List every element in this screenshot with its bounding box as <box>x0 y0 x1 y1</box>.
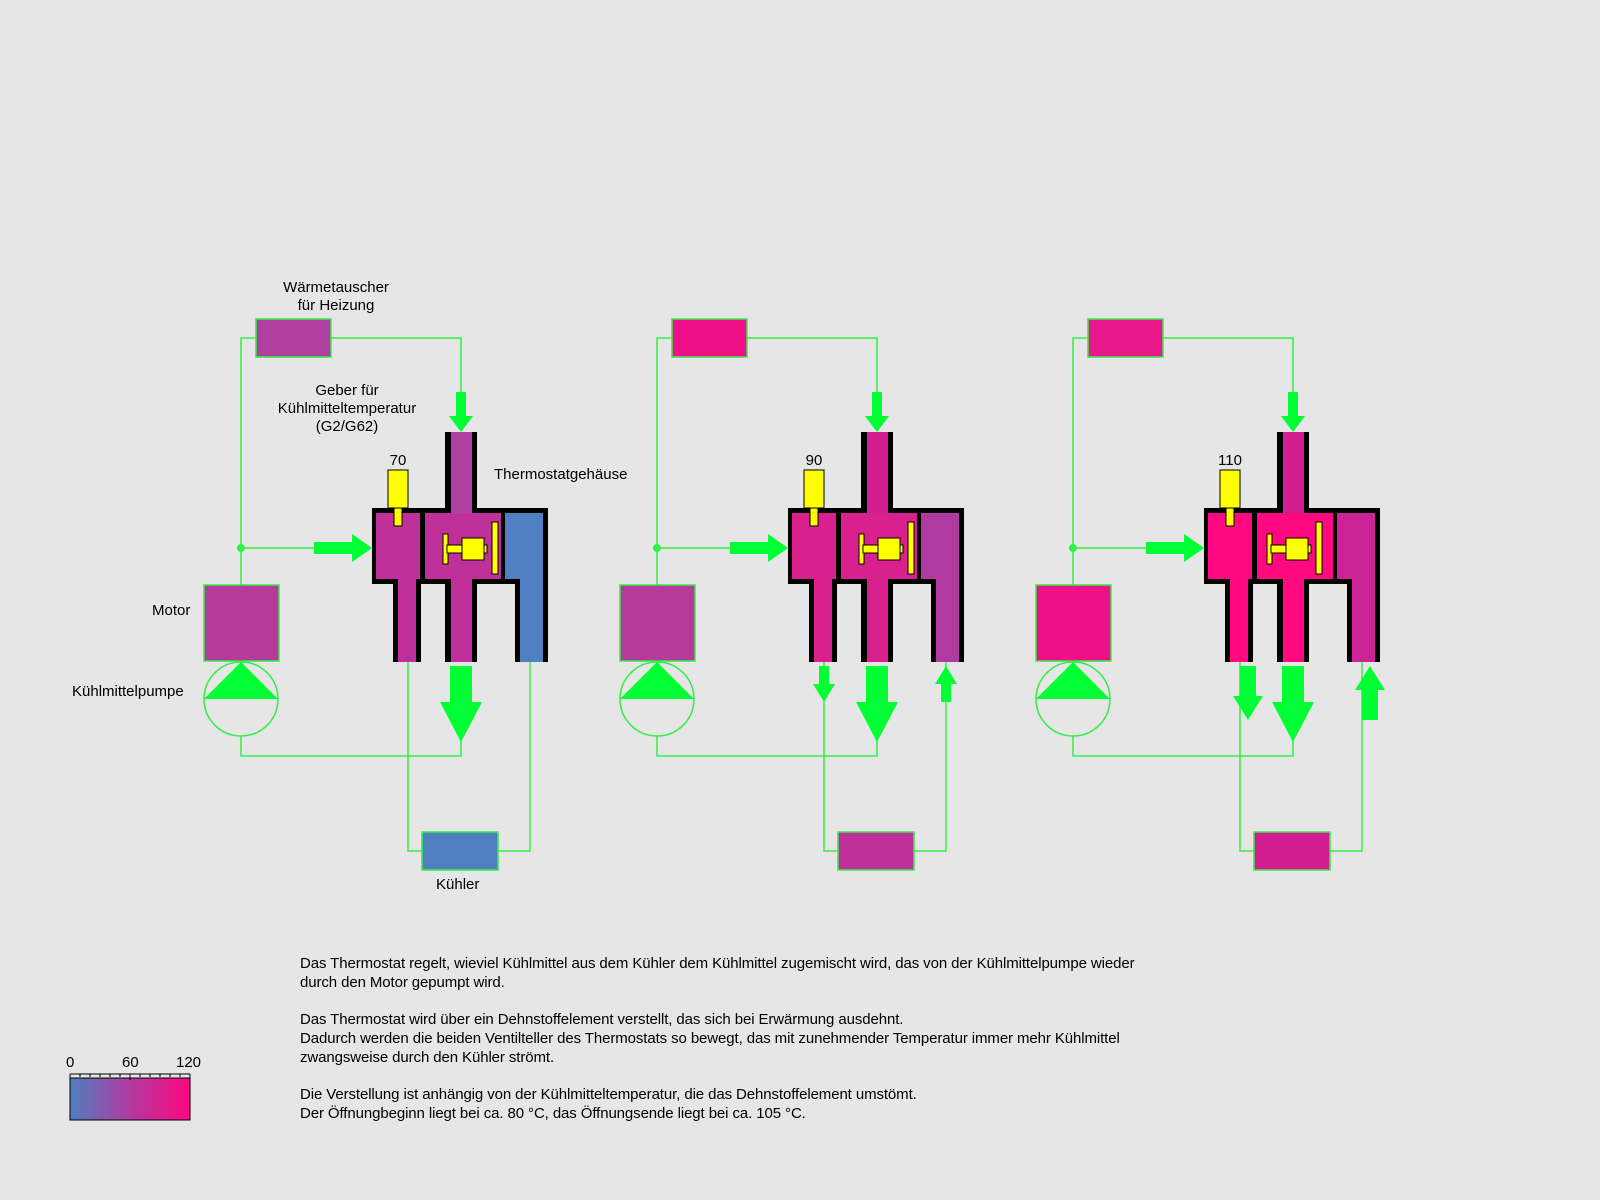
heat-exchanger-label: Wärmetauscher für Heizung <box>283 279 389 314</box>
heater-return-channel <box>867 432 888 516</box>
thermostat-housing <box>372 432 548 662</box>
valve-plate-right <box>1315 521 1323 575</box>
right-leg-channel <box>936 575 959 662</box>
engine-label: Motor <box>152 602 191 619</box>
junction-dot <box>653 544 661 552</box>
left-leg-channel <box>814 575 832 662</box>
temperature-sensor <box>1219 469 1241 509</box>
right-leg-channel <box>520 575 543 662</box>
pump-triangle <box>204 662 278 699</box>
description-text: Das Thermostat regelt, wieviel Kühlmitte… <box>300 954 1260 1141</box>
radiator-box <box>421 831 499 871</box>
radiator-feed-line <box>1239 662 1254 852</box>
temperature-readout-1: 70 <box>389 452 407 469</box>
left-leg-channel <box>398 575 416 662</box>
sensor-label: Geber für Kühlmitteltemperatur (G2/G62) <box>277 382 417 435</box>
middle-leg-channel <box>1283 575 1304 662</box>
radiator-return-arrow <box>935 666 957 702</box>
legend-tick-0: 0 <box>66 1054 75 1071</box>
engine-flow-arrow <box>730 534 788 562</box>
legend-tick-120: 120 <box>176 1054 202 1071</box>
radiator-return-chamber <box>505 513 543 579</box>
radiator-label: Kühler <box>436 876 480 893</box>
description-paragraph-3: Die Verstellung ist anhängig von der Küh… <box>300 1086 917 1122</box>
radiator-return-line <box>1330 662 1363 852</box>
pump-flow-arrow <box>440 666 482 742</box>
legend-tick-60: 60 <box>122 1054 139 1071</box>
engine-flow-arrow <box>1146 534 1204 562</box>
heater-return-channel <box>1283 432 1304 516</box>
left-leg-channel <box>1230 575 1248 662</box>
engine-flow-arrow <box>314 534 372 562</box>
radiator-return-chamber <box>921 513 959 579</box>
heater-flow-arrow <box>449 392 473 432</box>
panel-3 <box>1035 318 1385 871</box>
radiator-feed-line <box>823 662 838 852</box>
pump-triangle <box>1036 662 1110 699</box>
heater-flow-arrow <box>865 392 889 432</box>
heater-return-channel <box>451 432 472 516</box>
heater-exchanger-box <box>255 318 332 358</box>
pump-return-line <box>1072 736 1294 757</box>
pump-flow-arrow <box>856 666 898 742</box>
right-leg-channel <box>1352 575 1375 662</box>
temperature-legend <box>69 1073 191 1121</box>
legend-gradient-bar <box>69 1077 191 1121</box>
engine-box <box>203 584 280 662</box>
thermostat-housing <box>788 432 964 662</box>
temperature-readout-3: 110 <box>1218 452 1242 469</box>
heater-return-line <box>747 337 878 392</box>
junction-dot <box>1069 544 1077 552</box>
valve-plate-right <box>491 521 499 575</box>
radiator-return-arrow <box>1355 666 1385 720</box>
heater-return-line <box>1163 337 1294 392</box>
pump-triangle <box>620 662 694 699</box>
pump-return-line <box>656 736 878 757</box>
wax-element <box>877 537 901 561</box>
radiator-feed-line <box>407 662 422 852</box>
temperature-readout-2: 90 <box>805 452 823 469</box>
engine-box <box>1035 584 1112 662</box>
heater-exchanger-box <box>671 318 748 358</box>
sensor-tip <box>809 507 819 527</box>
thermostat-housing <box>1204 432 1380 662</box>
description-paragraph-1: Das Thermostat regelt, wieviel Kühlmitte… <box>300 955 1135 991</box>
coolant-pump-label: Kühlmittelpumpe <box>72 683 184 700</box>
heater-exchanger-box <box>1087 318 1164 358</box>
radiator-return-chamber <box>1337 513 1375 579</box>
panel-1 <box>203 318 548 871</box>
radiator-feed-arrow <box>813 666 835 702</box>
radiator-return-line <box>914 662 947 852</box>
radiator-feed-arrow <box>1233 666 1263 720</box>
heater-return-line <box>331 337 462 392</box>
panel-2 <box>619 318 964 871</box>
temperature-sensor <box>803 469 825 509</box>
heater-supply-line <box>240 337 256 548</box>
description-paragraph-2: Das Thermostat wird über ein Dehnstoffel… <box>300 1011 1120 1066</box>
wax-element <box>1285 537 1309 561</box>
middle-leg-channel <box>867 575 888 662</box>
radiator-box <box>1253 831 1331 871</box>
heater-supply-line <box>1072 337 1088 548</box>
middle-leg-channel <box>451 575 472 662</box>
wax-element <box>461 537 485 561</box>
pump-return-line <box>240 736 462 757</box>
temperature-sensor <box>387 469 409 509</box>
radiator-box <box>837 831 915 871</box>
radiator-return-line <box>498 662 531 852</box>
sensor-tip <box>1225 507 1235 527</box>
pump-flow-arrow <box>1272 666 1314 742</box>
engine-box <box>619 584 696 662</box>
thermostat-housing-label: Thermostatgehäuse <box>494 466 628 483</box>
junction-dot <box>237 544 245 552</box>
heater-supply-line <box>656 337 672 548</box>
heater-flow-arrow <box>1281 392 1305 432</box>
valve-plate-right <box>907 521 915 575</box>
sensor-tip <box>393 507 403 527</box>
